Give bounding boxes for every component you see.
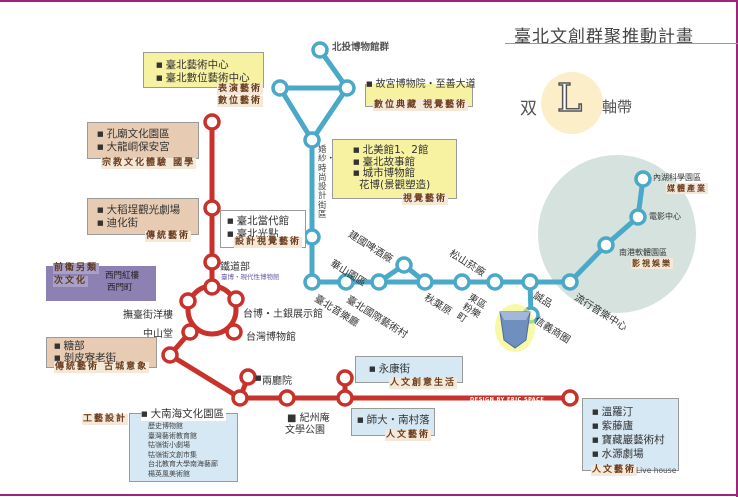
dadaocheng-tag: 傳統藝術 (145, 231, 192, 242)
nangang-tag: 影視娛樂 (631, 258, 673, 269)
confucius-tag: 宗教文化體驗 國學 (101, 158, 197, 169)
station (634, 170, 652, 188)
wedding-street-label: 婚紗・時尚設計街區 (318, 145, 336, 221)
arts-center-tag-1: 表演藝術 (217, 84, 264, 95)
station-moca (303, 228, 321, 246)
station (239, 368, 257, 386)
wenluoting-live-house: Live house (636, 466, 677, 475)
label-taibo: 台博・土銀展示館 (243, 309, 323, 320)
label-zhongshan: 中山堂 (143, 329, 173, 340)
palace-tag: 數位典藏 視覺藝術 (373, 100, 469, 111)
frame-top (0, 0, 738, 2)
label-beitou: 北投博物館群 (332, 42, 390, 53)
label-futai: 撫臺街洋樓 (123, 310, 173, 321)
label-neihu: 內湖科學園區 (653, 173, 701, 182)
station (225, 323, 243, 341)
station (561, 273, 579, 291)
station-palace (338, 79, 356, 97)
arts-center-tag-2: 數位藝術 (217, 96, 264, 107)
station (597, 236, 615, 254)
wenluoting-tag: 人文藝術 (591, 465, 638, 476)
label-railway: 鐵道部 (220, 262, 250, 273)
frame-bottom (0, 494, 738, 496)
station (395, 256, 413, 274)
station (336, 389, 354, 407)
station (203, 278, 221, 296)
label-museum: 台灣博物館 (246, 332, 296, 343)
neihu-tag: 媒體產業 (666, 183, 708, 194)
station-fine-arts (303, 131, 321, 149)
station (629, 208, 647, 226)
logo-letter: L (556, 75, 583, 121)
logo-left: 双 (520, 99, 537, 119)
station (416, 273, 434, 291)
station (203, 199, 221, 217)
station (278, 389, 296, 407)
label-film-center: 電影中心 (649, 212, 681, 221)
station-beitou (311, 41, 329, 59)
label-railway-sub: 臺博・現代性博物館 (221, 273, 280, 281)
label-kishu-1: ■ 紀州庵 (287, 413, 330, 424)
station (181, 323, 199, 341)
shida-box: 師大・南村落 (351, 408, 435, 436)
label-kishu-2: 文學公園 (285, 425, 325, 436)
title-underline (505, 43, 738, 44)
ntch-bullet: ■ (255, 374, 262, 382)
label-ntch: 兩廳院 (262, 376, 292, 387)
frame-right (736, 0, 738, 497)
bopiliao-tag: 傳統藝術 古城意象 (54, 362, 150, 373)
nanhai-tag: 工藝設計 (82, 414, 129, 425)
station (453, 273, 471, 291)
station (336, 369, 354, 387)
dadaocheng-box: 大稻埕觀光劇場 迪化街 (87, 198, 199, 235)
gem-icon (495, 304, 535, 352)
confucius-box: 孔廟文化園區 大龍峒保安宮 (87, 122, 199, 159)
logo-circle (541, 72, 603, 134)
fine-arts-tag: 視覺藝術 (402, 194, 449, 205)
station (521, 273, 539, 291)
station (161, 346, 179, 364)
ximen-box: 前衛另類 次文化 西門紅樓 西門町 (46, 263, 156, 301)
yongkang-tag: 人文創意生活 (389, 378, 458, 389)
credit-text: DESIGN BY ERIC SPACE (470, 397, 544, 403)
station (303, 273, 321, 291)
station (337, 273, 355, 291)
nanhai-box: 大南海文化園區 歷史博物館 臺灣藝術教育館 牯嶺街小劇場 牯嶺街文創市集 台北教… (129, 408, 238, 482)
moca-tag: 設計視覺藝術 (234, 237, 303, 248)
arts-center-box: 臺北藝術中心 臺北數位藝術中心 (143, 52, 264, 88)
logo-right: 軸帶 (602, 98, 633, 116)
page-title: 臺北文創群聚推動計畫 (514, 27, 694, 47)
station (203, 113, 221, 131)
station (231, 389, 249, 407)
station (179, 292, 197, 310)
station (227, 290, 245, 308)
station (561, 389, 579, 407)
label-nangang: 南港軟體園區 (619, 248, 667, 257)
station (370, 273, 388, 291)
station-arts-center (271, 79, 289, 97)
wenluoting-box: 溫羅汀 紫藤廬 寶藏巖藝術村 水源劇場 (582, 398, 679, 471)
fine-arts-box: 北美館1、2館 臺北故事館 城市博物館 花博(景觀塑造) (332, 139, 457, 199)
shida-tag: 人文藝術 (385, 430, 432, 441)
station (486, 273, 504, 291)
station (203, 253, 221, 271)
